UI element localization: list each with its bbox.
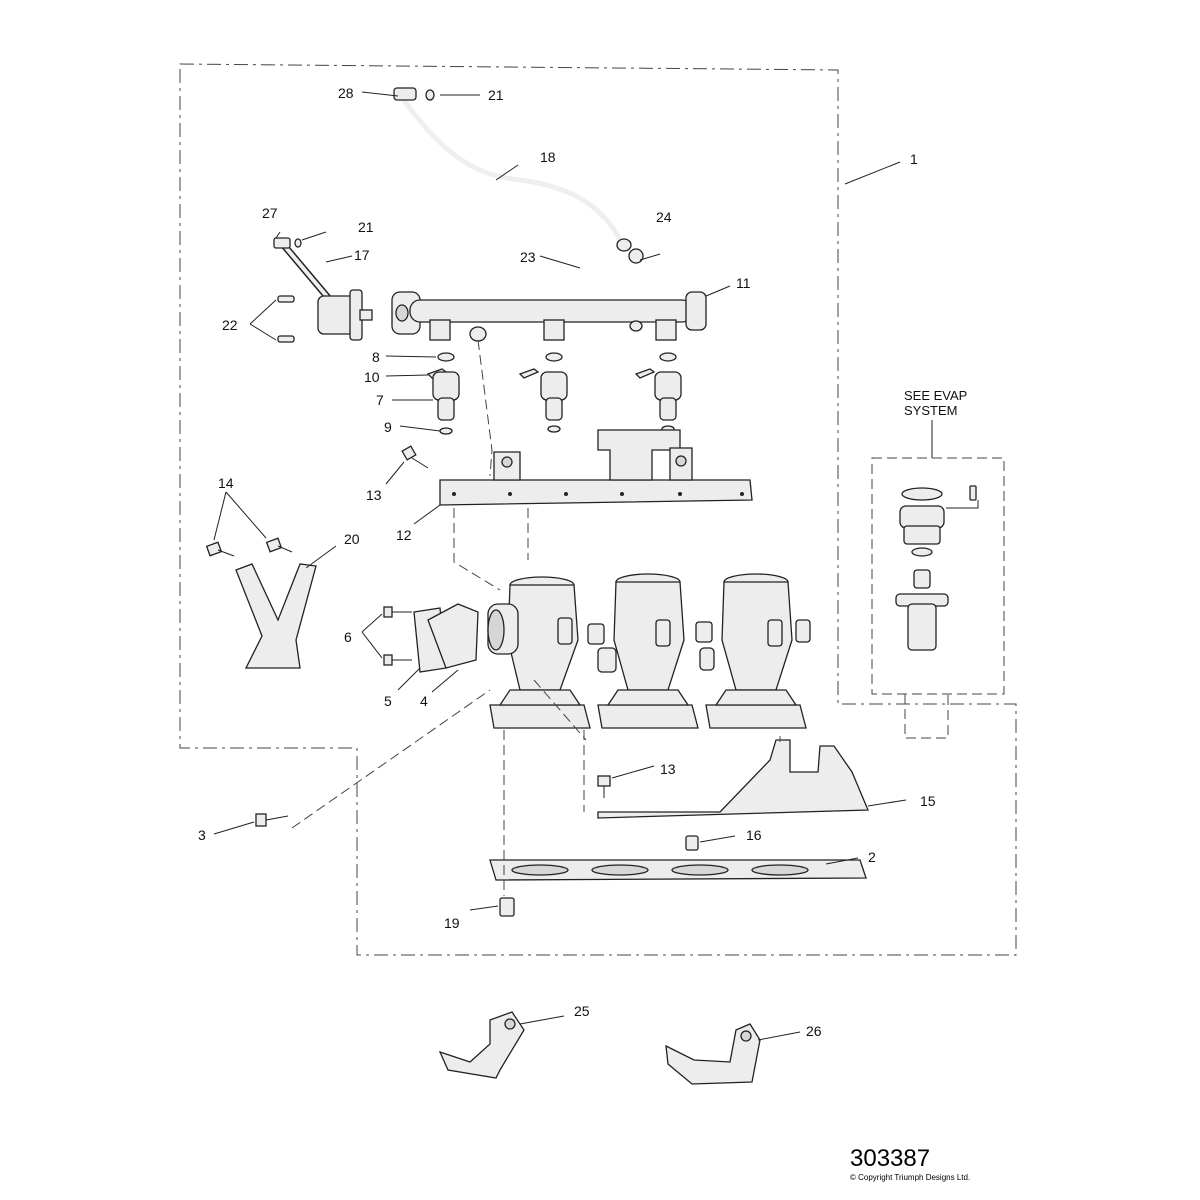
callout-11: 11 <box>736 275 751 291</box>
throttle-bodies <box>487 573 811 729</box>
callout-20: 20 <box>344 531 360 547</box>
lower-bracket <box>597 739 869 819</box>
callout-12: 12 <box>396 527 412 543</box>
fuel-rail <box>391 291 707 342</box>
injectors <box>426 352 682 435</box>
clip-26 <box>665 1023 761 1085</box>
leader-lines <box>213 91 979 1041</box>
callout-9: 9 <box>384 419 392 435</box>
callout-labels: 1 2 3 4 5 6 7 8 9 10 11 12 13 13 14 15 1… <box>198 85 936 1039</box>
assembly-boundary <box>179 63 1017 956</box>
callout-3: 3 <box>198 827 206 843</box>
side-bracket <box>205 537 317 669</box>
callout-16: 16 <box>746 827 762 843</box>
callout-23: 23 <box>520 249 536 265</box>
callout-2: 2 <box>868 849 876 865</box>
callout-5: 5 <box>384 693 392 709</box>
evap-valve <box>895 485 977 651</box>
fuel-hose <box>393 87 644 264</box>
callout-14: 14 <box>218 475 234 491</box>
evap-label-line1: SEE EVAP <box>904 388 967 403</box>
callout-4: 4 <box>420 693 428 709</box>
callout-21-mid: 21 <box>358 219 374 235</box>
callout-10: 10 <box>364 369 380 385</box>
drawing-number: 303387 <box>850 1145 930 1172</box>
fuel-pressure-regulator <box>273 237 373 343</box>
callout-22: 22 <box>222 317 238 333</box>
callout-15: 15 <box>920 793 936 809</box>
callout-7: 7 <box>376 392 384 408</box>
evap-boundary <box>871 457 1005 695</box>
callout-27: 27 <box>262 205 278 221</box>
callout-28: 28 <box>338 85 354 101</box>
dowel <box>499 897 515 917</box>
bolt-upper <box>401 445 429 469</box>
air-elbow <box>383 603 479 673</box>
callout-19: 19 <box>444 915 460 931</box>
callout-6: 6 <box>344 629 352 645</box>
callout-13-upper: 13 <box>366 487 382 503</box>
callout-21-top: 21 <box>488 87 504 103</box>
spacer <box>685 835 699 851</box>
mounting-bracket <box>439 429 753 506</box>
callout-24: 24 <box>656 209 672 225</box>
clip-25 <box>438 1011 525 1079</box>
callout-26: 26 <box>806 1023 822 1039</box>
callout-25: 25 <box>574 1003 590 1019</box>
callout-18: 18 <box>540 149 556 165</box>
callout-8: 8 <box>372 349 380 365</box>
screw-3 <box>255 813 289 827</box>
callout-13-lower: 13 <box>660 761 676 777</box>
manifold-gasket <box>489 859 867 881</box>
callout-17: 17 <box>354 247 370 263</box>
evap-label-line2: SYSTEM <box>904 403 957 418</box>
callout-1: 1 <box>910 151 918 167</box>
copyright-notice: © Copyright Triumph Designs Ltd. <box>850 1173 970 1182</box>
